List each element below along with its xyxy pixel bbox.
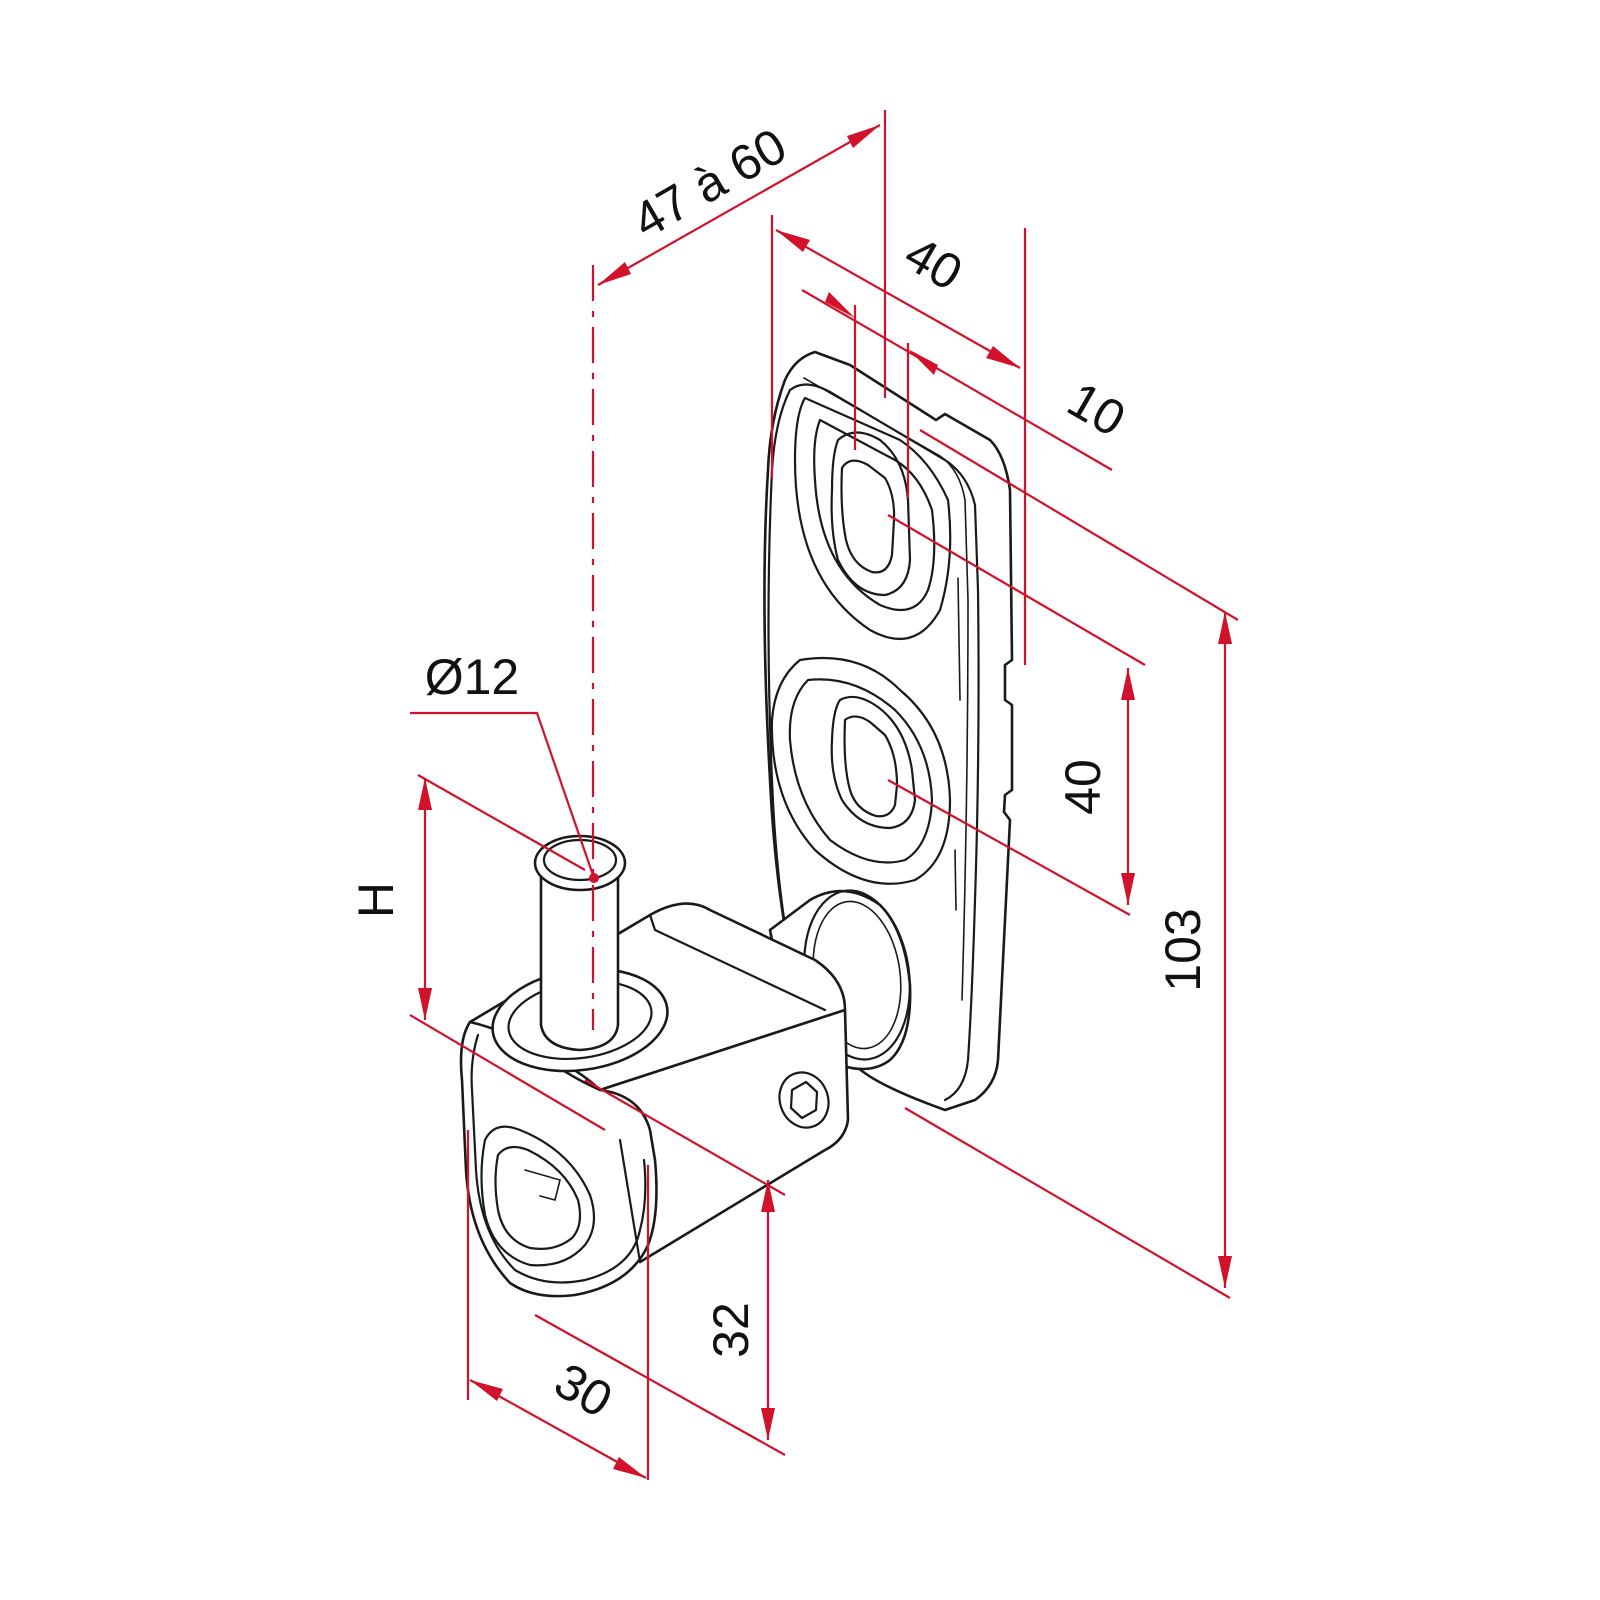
arrow-knuckle-height-b	[761, 1408, 775, 1440]
pin-top-outer	[533, 834, 627, 892]
arrow-plate-width-a	[776, 230, 810, 252]
knuckle-eye-detail	[524, 1169, 561, 1201]
arrow-pin-offset-a	[598, 262, 631, 285]
set-screw-outer	[778, 1071, 830, 1129]
set-screw-hex	[789, 1080, 819, 1120]
upper-slot-outer	[830, 431, 912, 597]
leader-pin-diameter-dot	[589, 873, 599, 883]
ext-line-top-edge	[919, 429, 1239, 621]
arrow-knuckle-width-b	[613, 1457, 646, 1478]
arrow-hole-spacing-a	[1121, 668, 1135, 700]
lower-slot-inner	[843, 715, 899, 818]
plate-rim-line	[803, 377, 969, 1001]
dim-line-slot-offset	[801, 289, 1113, 471]
lower-boss-outer	[770, 656, 952, 885]
dim-line-plate-width	[775, 229, 1021, 369]
dimension-lines	[409, 110, 1239, 1480]
arrow-slot-offset-a	[825, 292, 855, 318]
leader-pin-diameter	[410, 711, 596, 879]
knuckle-top-edge	[648, 913, 827, 1012]
ext-line-bottom-edge	[904, 1107, 1231, 1299]
arrow-knuckle-height-a	[761, 1180, 775, 1212]
arrow-pin-height-a	[418, 778, 432, 810]
upper-slot-inner	[840, 459, 896, 574]
label-plate-height: 103	[1155, 908, 1211, 991]
label-pin-height: H	[348, 882, 404, 918]
plate-inner-edge	[767, 388, 792, 957]
lower-boss-inner	[788, 678, 934, 864]
ext-line-pin-top	[417, 774, 586, 871]
ext-line-pin-base	[409, 1014, 606, 1131]
label-hole-spacing: 40	[1055, 759, 1111, 815]
arrow-plate-height-b	[1218, 1256, 1232, 1288]
plate-rim-line-2	[954, 577, 961, 911]
ext-line-knuckle-bottom	[534, 1314, 786, 1456]
label-pin-offset: 47 à 60	[623, 117, 795, 249]
arrow-pin-offset-b	[847, 125, 880, 148]
arrow-hole-spacing-b	[1121, 873, 1135, 905]
arrow-pin-height-b	[418, 988, 432, 1020]
ext-line-knuckle-top	[584, 1079, 786, 1196]
knuckle-block	[459, 902, 850, 1298]
hinge-pin	[491, 834, 669, 1073]
label-pin-diameter: Ø12	[425, 649, 520, 705]
knuckle-front-rim	[470, 1033, 647, 1284]
dim-line-pin-offset	[597, 124, 881, 286]
arrow-plate-height-a	[1218, 612, 1232, 644]
label-knuckle-height: 32	[703, 1302, 759, 1358]
upper-boss-inner	[813, 418, 936, 612]
pin-shaft	[539, 858, 620, 1052]
knuckle-eye-inner	[494, 1145, 582, 1250]
ext-line-upper-hole	[887, 514, 1146, 666]
label-plate-width: 40	[895, 225, 971, 301]
knuckle-side-face	[598, 1008, 850, 1264]
label-slot-offset: 10	[1058, 371, 1134, 447]
ext-line-lower-hole	[887, 779, 1131, 916]
arrow-knuckle-width-a	[470, 1380, 503, 1401]
arrow-slot-offset-b	[908, 349, 938, 375]
knuckle-edge	[618, 1138, 642, 1264]
upper-boss-outer	[793, 396, 952, 640]
knuckle-eye-outer	[480, 1125, 596, 1267]
arrow-plate-width-b	[986, 346, 1020, 368]
lower-slot-outer	[830, 695, 917, 830]
label-knuckle-width: 30	[545, 1352, 621, 1428]
